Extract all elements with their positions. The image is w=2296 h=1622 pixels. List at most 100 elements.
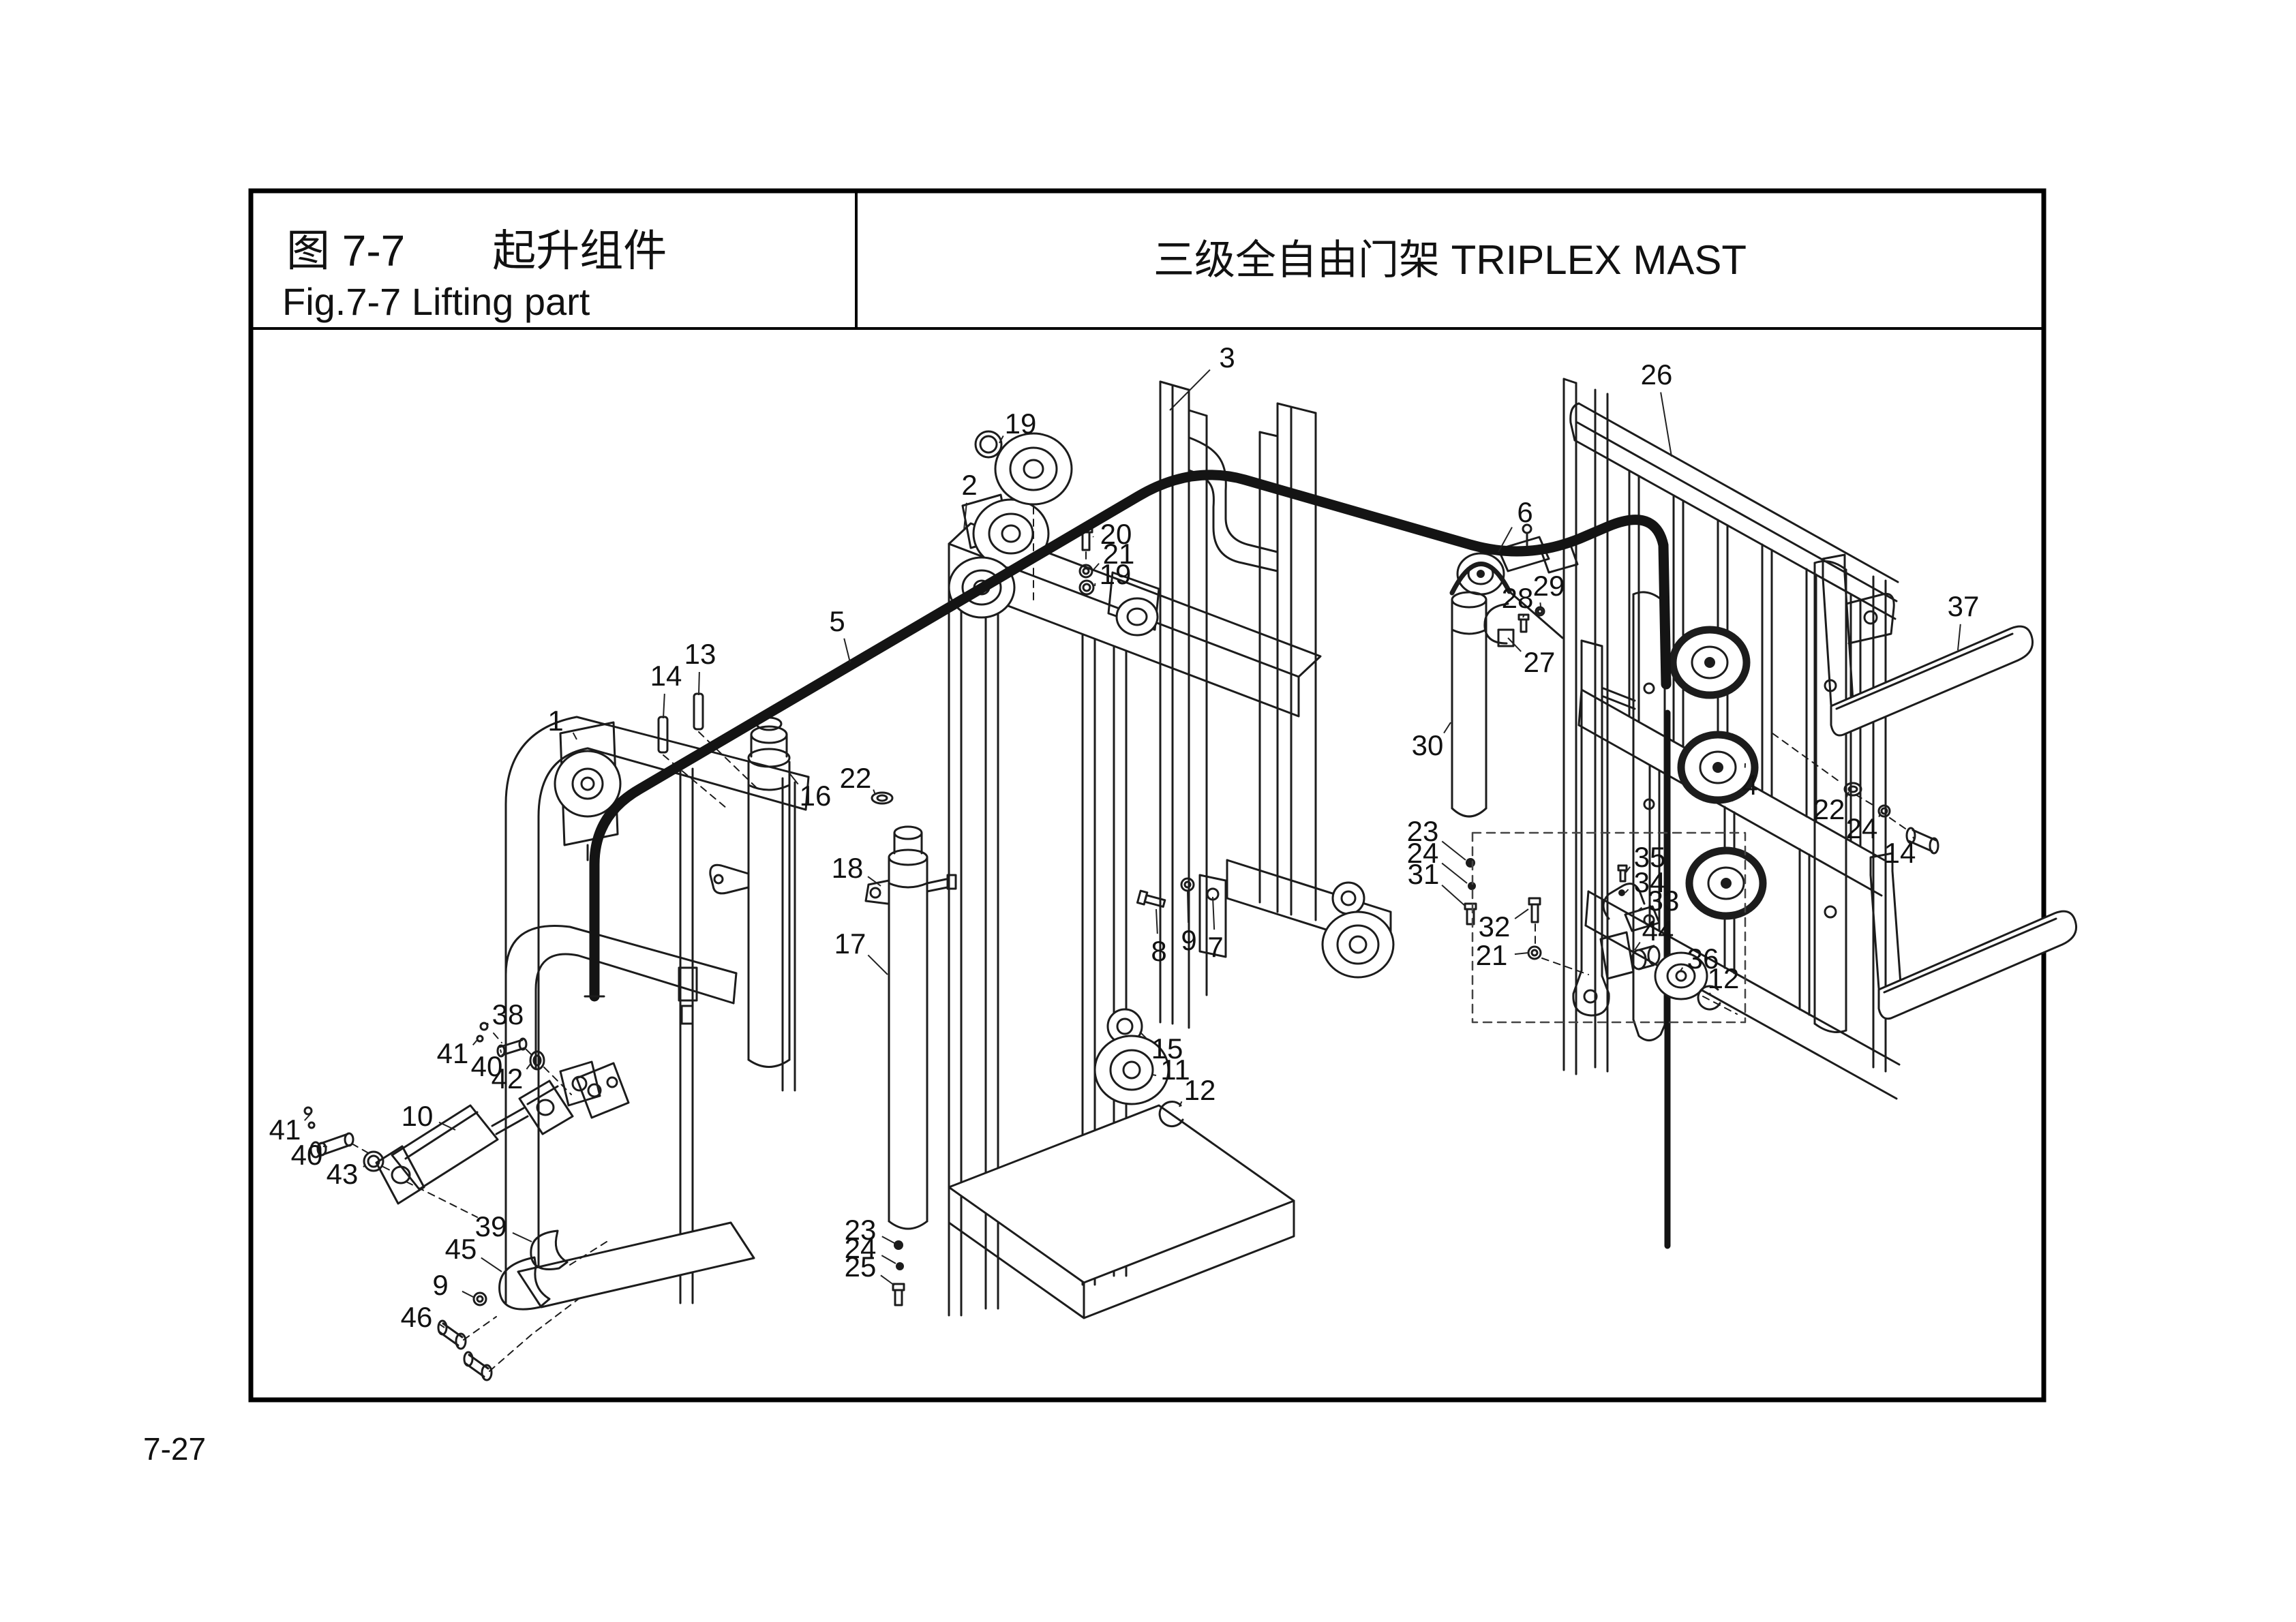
part-callout-22: 22 [840, 762, 872, 794]
callout-leader-2 [963, 502, 967, 531]
part-callout-1: 1 [547, 705, 563, 737]
callout-leader-41 [472, 1039, 478, 1046]
callout-leader-12 [1179, 1101, 1183, 1107]
callout-leader-45 [481, 1257, 502, 1272]
figure-title-en: Fig.7-7 Lifting part [282, 280, 590, 323]
part-callout-43: 43 [327, 1158, 359, 1190]
forks [1772, 553, 2078, 1020]
outer-border [248, 188, 2046, 1403]
part-callout-14: 14 [650, 660, 682, 692]
part-callout-10: 10 [402, 1100, 434, 1132]
part-callout-44: 44 [1642, 915, 1674, 947]
callout-leader-40 [322, 1146, 327, 1148]
part-callout-9: 9 [1181, 924, 1196, 956]
part-callout-5: 5 [829, 605, 845, 637]
part-callout-21: 21 [1476, 939, 1508, 971]
callout-leader-5 [843, 638, 851, 663]
callout-leader-6 [1498, 527, 1513, 553]
callout-leader-14 [1912, 836, 1915, 840]
callout-leader-21 [1093, 563, 1100, 570]
callout-leader-28 [1522, 615, 1525, 618]
drawing-border [248, 188, 2046, 1403]
part-callout-32: 32 [1479, 911, 1511, 943]
callout-leader-22 [1845, 791, 1849, 799]
part-callout-15: 15 [1151, 1032, 1183, 1065]
fork-carriage [1562, 378, 1901, 1100]
callout-leader-12 [1708, 992, 1712, 996]
second-stage-mast [948, 430, 1322, 1319]
part-callout-21: 21 [1103, 538, 1135, 570]
part-callout-2: 2 [961, 469, 977, 501]
callout-leader-7 [1212, 896, 1215, 930]
part-callout-8: 8 [1151, 935, 1166, 967]
callout-leader-26 [1660, 392, 1672, 457]
part-callout-17: 17 [834, 928, 866, 960]
part-callout-22: 22 [1813, 793, 1845, 825]
callout-leader-24 [1878, 812, 1881, 817]
callout-leader-1 [572, 732, 577, 740]
tilt-cylinder-assembly [303, 1022, 630, 1381]
outer-mast-weldment [504, 716, 810, 1309]
callout-leader-35 [1625, 866, 1631, 873]
callout-leader-41 [304, 1113, 312, 1121]
callout-leader-40 [500, 1049, 502, 1053]
callout-leader-15 [1139, 1031, 1148, 1040]
part-callout-39: 39 [475, 1210, 507, 1242]
part-callout-30: 30 [1412, 729, 1444, 761]
part-callout-12: 12 [1184, 1074, 1216, 1106]
part-callout-18: 18 [832, 852, 864, 884]
lift-cylinder-left [709, 716, 791, 1068]
part-callout-27: 27 [1524, 646, 1556, 678]
callout-leader-32 [1514, 908, 1529, 919]
callout-leader-46 [438, 1323, 445, 1328]
callout-leader-36 [1679, 967, 1684, 973]
part-callout-35: 35 [1634, 841, 1666, 873]
callout-leader-23 [881, 1236, 895, 1244]
callout-leader-38 [486, 1022, 489, 1026]
callout-leader-42 [526, 1062, 532, 1070]
part-callout-24: 24 [1846, 812, 1878, 844]
part-callout-7: 7 [1207, 931, 1223, 963]
callout-leader-22 [873, 789, 876, 795]
part-callout-33: 33 [1648, 885, 1680, 917]
part-callout-13: 13 [684, 638, 716, 670]
part-callout-14: 14 [1884, 837, 1916, 869]
part-callout-16: 16 [800, 780, 832, 812]
part-callout-26: 26 [1641, 358, 1673, 391]
part-callout-29: 29 [1533, 570, 1565, 602]
callout-leader-17 [867, 954, 888, 975]
part-callout-45: 45 [445, 1233, 477, 1265]
page-number: 7-27 [143, 1431, 206, 1467]
callout-leader-43 [363, 1163, 366, 1168]
callout-leader-24 [881, 1255, 896, 1264]
part-callout-12: 12 [1708, 962, 1740, 994]
part-callout-37: 37 [1948, 590, 1980, 622]
part-callout-36: 36 [1687, 943, 1719, 975]
figure-title-right: 三级全自由门架 TRIPLEX MAST [1153, 237, 1747, 283]
lift-cylinder-center [864, 791, 957, 1306]
part-callout-19: 19 [1005, 408, 1037, 440]
part-callout-25: 25 [845, 1251, 877, 1283]
part-callout-38: 38 [492, 998, 524, 1030]
callout-leader-16 [787, 771, 799, 785]
part-callout-3: 3 [1219, 341, 1235, 373]
inset-detail-box [1471, 831, 1747, 1024]
callout-leader-33 [1635, 906, 1643, 913]
callout-leader-27 [1507, 637, 1522, 652]
callout-leader-29 [1539, 602, 1541, 607]
exploded-view-art [303, 378, 2078, 1381]
callout-leader-37 [1957, 624, 1961, 651]
callout-leader-3 [1169, 369, 1211, 411]
callout-leader-44 [1634, 941, 1641, 951]
part-callout-41: 41 [437, 1037, 469, 1069]
part-callout-20: 20 [1100, 518, 1132, 550]
part-callout-31: 31 [1408, 858, 1440, 890]
callout-leader-19 [999, 435, 1004, 444]
callout-leader-8 [1155, 908, 1158, 934]
callout-leader-23 [1441, 840, 1466, 861]
part-callout-42: 42 [492, 1062, 524, 1095]
part-callout-41: 41 [269, 1114, 301, 1146]
callout-leader-39 [512, 1232, 532, 1242]
callout-leader-25 [880, 1274, 895, 1286]
